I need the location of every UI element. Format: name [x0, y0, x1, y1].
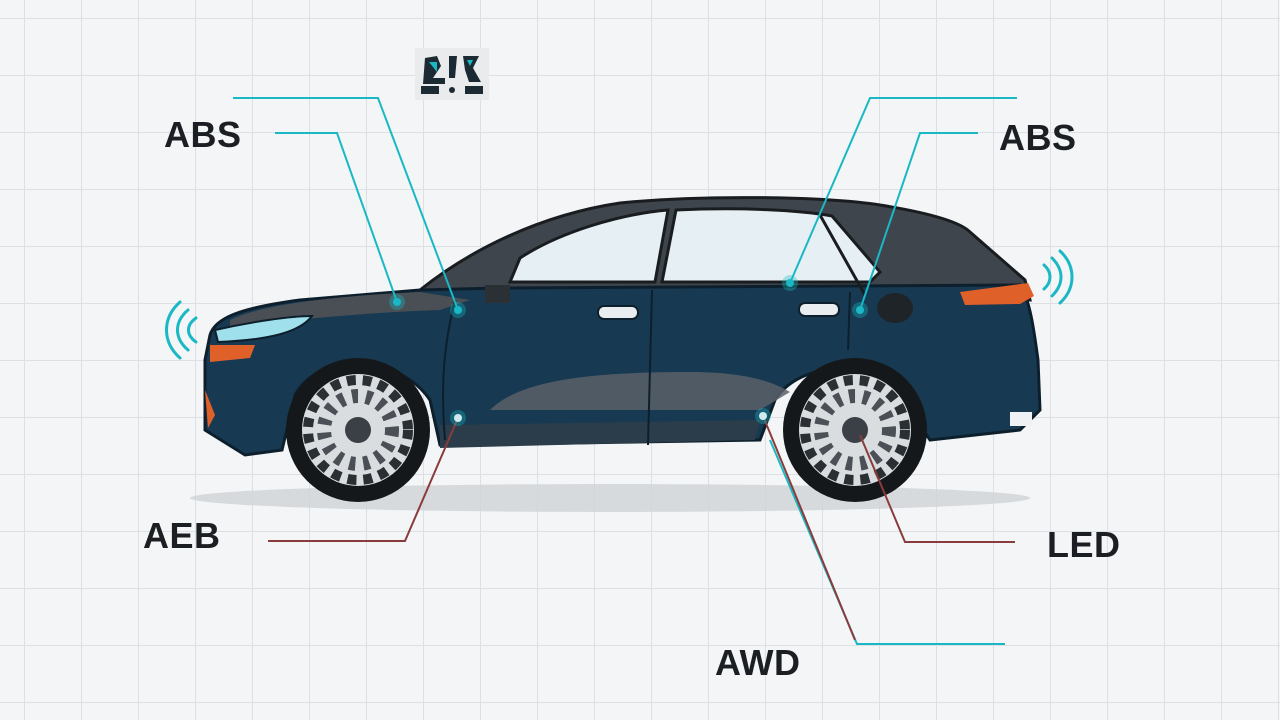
- car-sill: [440, 420, 760, 448]
- fuel-cap: [877, 293, 913, 323]
- leader-abs-left-outer: [233, 97, 459, 311]
- front-wheel: [286, 358, 430, 502]
- rear-wheel: [783, 358, 927, 502]
- rear-reflector: [1010, 412, 1032, 426]
- front-orange-trim: [210, 345, 255, 362]
- tail-light: [960, 283, 1034, 305]
- leader-lines: [233, 97, 1017, 645]
- label-led: LED: [1047, 524, 1121, 565]
- label-awd: AWD: [715, 642, 801, 683]
- label-aeb: AEB: [143, 515, 221, 556]
- label-abs-right: ABS: [999, 117, 1077, 158]
- car-illustration: [203, 196, 1042, 502]
- leader-abs-left-inner: [275, 132, 398, 303]
- front-door-handle: [597, 305, 639, 320]
- head-light: [213, 314, 315, 344]
- brand-logo-icon: [415, 48, 489, 100]
- rear-door-handle: [798, 302, 840, 317]
- front-sensor-wave-icon: [165, 300, 198, 360]
- door-line-rear: [847, 291, 851, 351]
- door-line-middle: [647, 289, 653, 446]
- b-pillar: [818, 214, 867, 296]
- rear-sensor-wave-icon: [1042, 249, 1074, 305]
- front-bumper-trim: [205, 390, 215, 428]
- leader-awd-cyan: [769, 439, 1005, 645]
- label-abs-left: ABS: [164, 114, 242, 155]
- leader-aeb: [268, 417, 459, 542]
- car-side-swoosh: [490, 372, 790, 410]
- door-line-front: [442, 299, 456, 441]
- leader-led: [859, 434, 1015, 543]
- leader-abs-right-outer: [789, 97, 1017, 284]
- leader-abs-right-inner: [859, 132, 978, 311]
- front-window: [507, 208, 670, 284]
- side-mirror: [485, 285, 510, 303]
- leader-awd-red: [762, 415, 856, 641]
- connector-dots: [389, 275, 868, 426]
